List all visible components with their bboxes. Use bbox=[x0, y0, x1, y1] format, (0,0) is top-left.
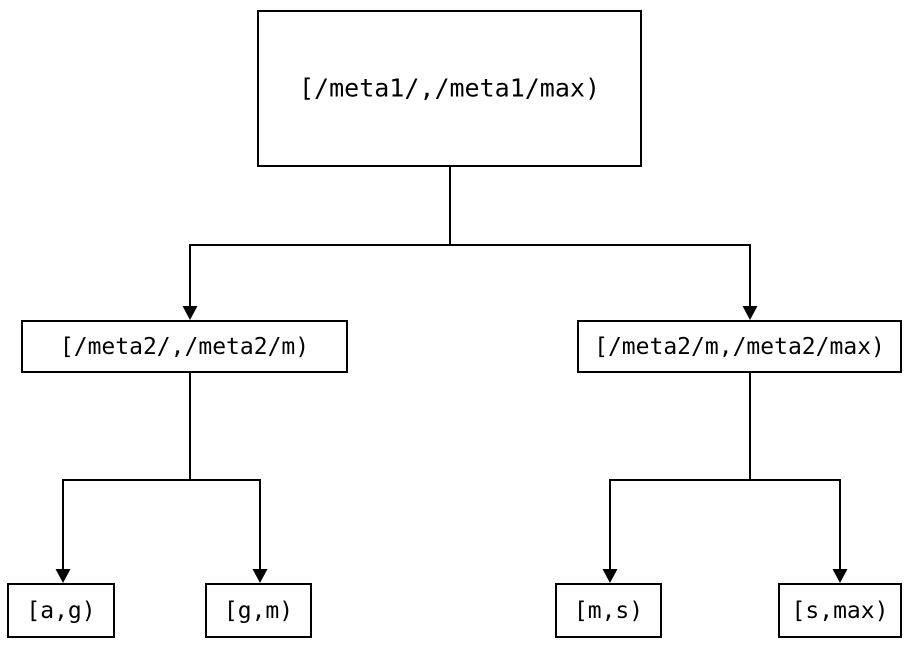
edge-path bbox=[608, 372, 752, 569]
node-border bbox=[256, 9, 643, 168]
arrowhead-icon bbox=[182, 306, 198, 320]
edge-root-to-mid-left bbox=[182, 166, 452, 320]
node-border bbox=[204, 582, 313, 639]
node-border bbox=[554, 582, 663, 639]
edge-root-to-mid-right bbox=[448, 166, 758, 320]
edge-path bbox=[61, 372, 192, 569]
arrowhead-icon bbox=[55, 569, 71, 583]
node-label: [a,g) bbox=[26, 598, 95, 624]
arrowhead-icon bbox=[832, 569, 848, 583]
edge-path bbox=[748, 372, 842, 569]
node-leaf-smax[interactable]: [s,max) bbox=[777, 582, 903, 639]
node-mid-right[interactable]: [/meta2/m,/meta2/max) bbox=[576, 319, 903, 374]
edge-mid-right-to-leaf-smax bbox=[748, 372, 848, 583]
node-label: [/meta2/m,/meta2/max) bbox=[594, 334, 885, 360]
node-leaf-ag[interactable]: [a,g) bbox=[6, 582, 116, 639]
node-root[interactable]: [/meta1/,/meta1/max) bbox=[256, 9, 643, 168]
edge-mid-right-to-leaf-ms bbox=[602, 372, 752, 583]
edge-path bbox=[448, 166, 752, 306]
arrowhead-icon bbox=[742, 306, 758, 320]
edge-mid-left-to-leaf-gm bbox=[188, 372, 268, 583]
edges-layer bbox=[55, 166, 848, 583]
node-leaf-ms[interactable]: [m,s) bbox=[554, 582, 663, 639]
edge-path bbox=[188, 166, 452, 306]
node-border bbox=[20, 319, 349, 374]
node-label: [s,max) bbox=[792, 598, 889, 624]
node-border bbox=[576, 319, 903, 374]
node-label: [g,m) bbox=[224, 598, 293, 624]
node-label: [/meta1/,/meta1/max) bbox=[299, 74, 600, 103]
node-label: [/meta2/,/meta2/m) bbox=[60, 334, 309, 360]
arrowhead-icon bbox=[252, 569, 268, 583]
node-leaf-gm[interactable]: [g,m) bbox=[204, 582, 313, 639]
edge-path bbox=[188, 372, 262, 569]
arrowhead-icon bbox=[602, 569, 618, 583]
node-mid-left[interactable]: [/meta2/,/meta2/m) bbox=[20, 319, 349, 374]
node-border bbox=[777, 582, 903, 639]
node-border bbox=[6, 582, 116, 639]
edge-mid-left-to-leaf-ag bbox=[55, 372, 192, 583]
node-label: [m,s) bbox=[574, 598, 643, 624]
nodes-layer: [/meta1/,/meta1/max) [/meta2/,/meta2/m) [/… bbox=[6, 9, 903, 639]
